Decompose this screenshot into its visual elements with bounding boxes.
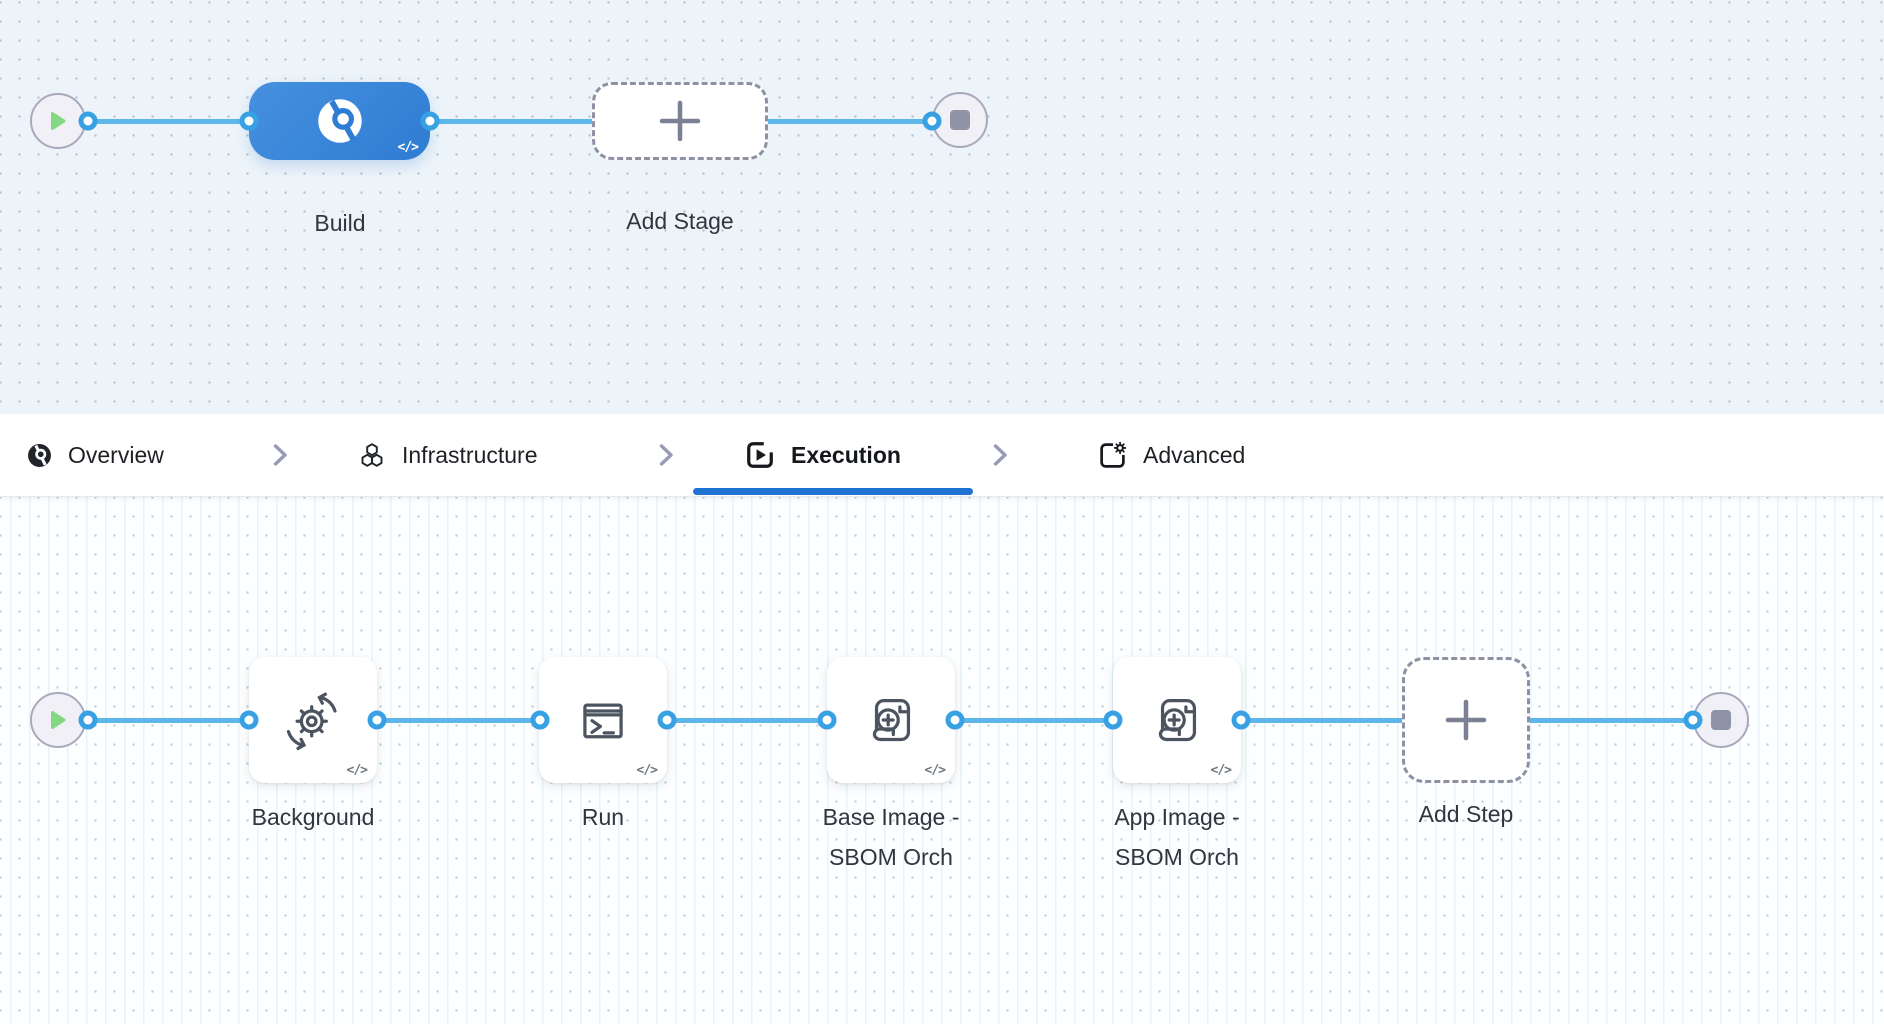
step-node-background[interactable]: </> bbox=[249, 657, 377, 783]
connector-port[interactable] bbox=[239, 111, 259, 131]
connector-port[interactable] bbox=[239, 710, 259, 730]
play-icon bbox=[50, 112, 65, 130]
terminal-icon bbox=[583, 703, 623, 739]
tab-label: Infrastructure bbox=[402, 441, 538, 468]
stop-icon bbox=[950, 110, 970, 130]
scroll-plus-icon bbox=[1158, 699, 1197, 742]
step-label: Run bbox=[581, 804, 625, 830]
tab-label: Overview bbox=[68, 441, 164, 468]
code-braces-icon[interactable]: </> bbox=[346, 763, 369, 778]
connector-line bbox=[377, 718, 540, 723]
tab-advanced[interactable]: Advanced bbox=[1098, 414, 1245, 496]
connector-line bbox=[667, 718, 827, 723]
gear-sync-icon bbox=[286, 692, 337, 751]
tab-execution[interactable]: Execution bbox=[745, 414, 901, 496]
pipeline-start-node[interactable] bbox=[30, 93, 86, 149]
execution-canvas[interactable]: </> </> </> bbox=[0, 497, 1884, 1024]
connector-port[interactable] bbox=[657, 710, 677, 730]
connector-port[interactable] bbox=[817, 710, 837, 730]
connector-port[interactable] bbox=[1103, 710, 1123, 730]
stage-node-build[interactable]: </> bbox=[249, 82, 430, 160]
stop-icon bbox=[1711, 710, 1731, 730]
code-braces-icon[interactable]: </> bbox=[1210, 763, 1233, 778]
step-label: App Image - SBOM Orch bbox=[1114, 804, 1240, 870]
step-label: Base Image - SBOM Orch bbox=[822, 804, 960, 870]
code-braces-icon[interactable]: </> bbox=[397, 140, 420, 155]
step-node-base-image-sbom-orch[interactable]: </> bbox=[827, 657, 955, 783]
step-node-run[interactable]: </> bbox=[539, 657, 667, 783]
connector-line bbox=[88, 119, 248, 124]
tab-label: Advanced bbox=[1143, 441, 1246, 468]
connector-port[interactable] bbox=[1231, 710, 1251, 730]
code-braces-icon[interactable]: </> bbox=[636, 763, 659, 778]
add-step-label: Add Step bbox=[1418, 801, 1514, 827]
step-node-app-image-sbom-orch[interactable]: </> bbox=[1113, 657, 1241, 783]
connector-port[interactable] bbox=[367, 710, 387, 730]
connector-port[interactable] bbox=[945, 710, 965, 730]
connector-port[interactable] bbox=[78, 710, 98, 730]
add-stage-label: Add Stage bbox=[626, 208, 734, 234]
stage-label: Build bbox=[314, 210, 366, 236]
ci-build-icon bbox=[317, 99, 362, 143]
tab-overview[interactable]: Overview bbox=[27, 414, 164, 496]
scroll-plus-icon bbox=[872, 699, 911, 742]
step-label: Background bbox=[251, 804, 375, 830]
play-icon bbox=[50, 711, 65, 729]
ci-circle-icon bbox=[27, 443, 52, 468]
add-step-button[interactable] bbox=[1402, 657, 1530, 783]
active-tab-underline bbox=[693, 488, 973, 495]
connector-line bbox=[88, 718, 249, 723]
stage-config-tabbar: Overview Infrastructure bbox=[0, 414, 1884, 497]
chevron-right-icon bbox=[272, 414, 289, 496]
hexagons-icon bbox=[358, 441, 386, 469]
plus-icon bbox=[659, 100, 701, 142]
tab-label: Execution bbox=[791, 441, 901, 468]
connector-port[interactable] bbox=[922, 111, 942, 131]
connector-port[interactable] bbox=[1683, 710, 1703, 730]
tab-infrastructure[interactable]: Infrastructure bbox=[358, 414, 538, 496]
plus-icon bbox=[1445, 699, 1487, 741]
connector-port[interactable] bbox=[420, 111, 440, 131]
connector-port[interactable] bbox=[530, 710, 550, 730]
execution-start-node[interactable] bbox=[30, 692, 86, 748]
square-gear-icon bbox=[1098, 441, 1127, 470]
code-braces-icon[interactable]: </> bbox=[924, 763, 947, 778]
stage-canvas[interactable]: </> Build Add Stage bbox=[0, 0, 1884, 414]
chevron-right-icon bbox=[658, 414, 675, 496]
chevron-right-icon bbox=[992, 414, 1009, 496]
connector-line bbox=[955, 718, 1113, 723]
add-stage-button[interactable] bbox=[592, 82, 768, 160]
connector-port[interactable] bbox=[78, 111, 98, 131]
play-square-icon bbox=[745, 440, 775, 470]
